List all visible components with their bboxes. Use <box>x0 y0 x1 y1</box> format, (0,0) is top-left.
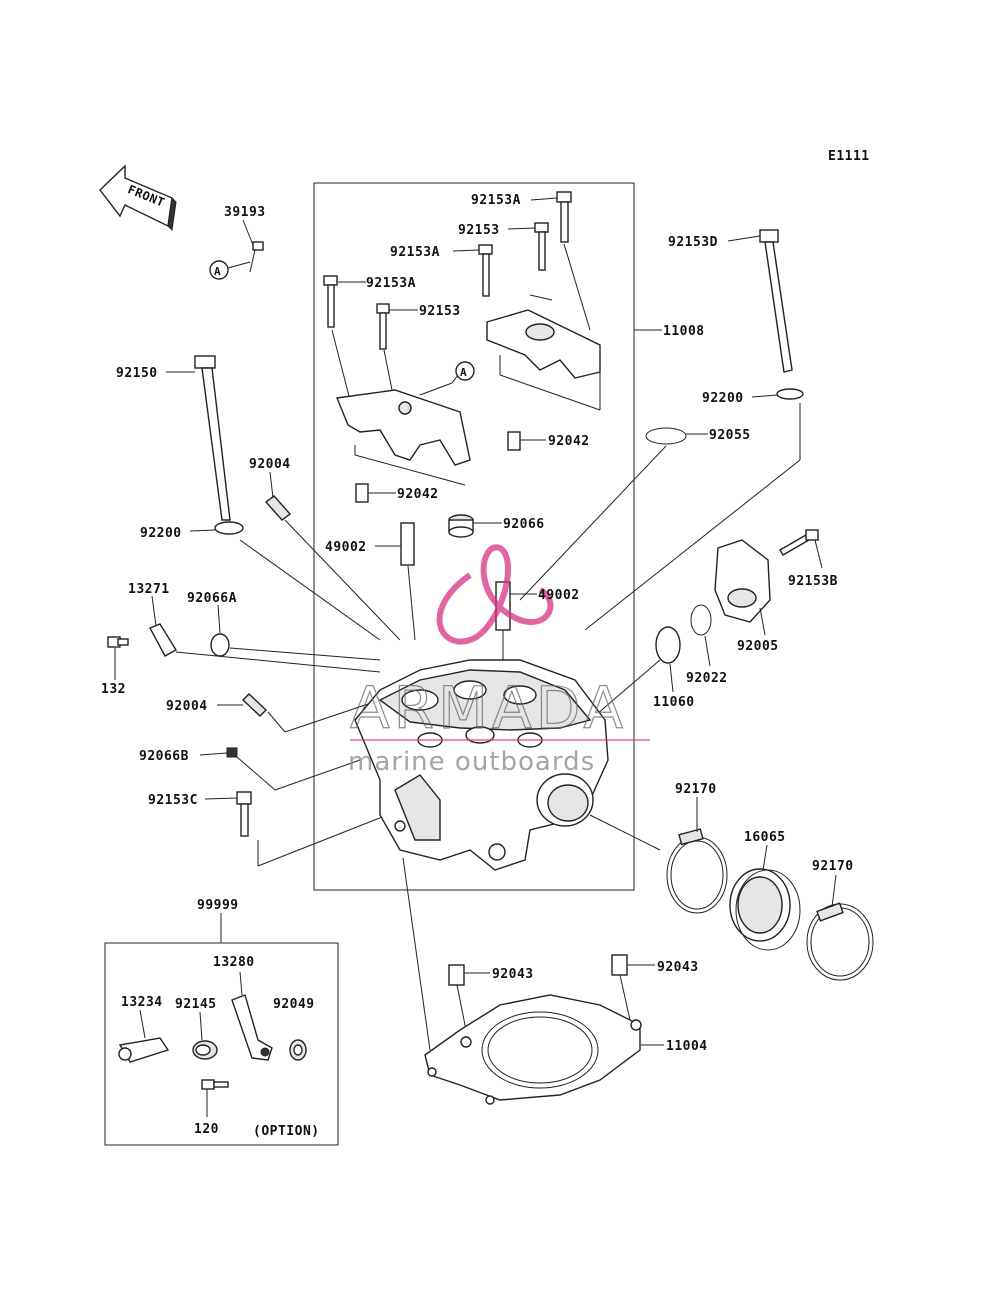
label-11004: 11004 <box>666 1039 708 1054</box>
label-92004-1: 92004 <box>249 457 291 472</box>
intake-duct-16065 <box>729 868 801 951</box>
bolt-92153A-mid <box>478 244 493 297</box>
bolt-92153-upper <box>534 222 549 271</box>
label-92049: 92049 <box>273 997 315 1012</box>
label-92022: 92022 <box>686 671 728 686</box>
leader-lines <box>114 197 837 1046</box>
bolt-132 <box>107 636 129 648</box>
washer-92200-left <box>214 521 244 535</box>
label-92055: 92055 <box>709 428 751 443</box>
label-92066: 92066 <box>503 517 545 532</box>
bolt-39193: A <box>209 219 264 280</box>
label-92042-1: 92042 <box>548 434 590 449</box>
svg-text:A: A <box>460 366 467 379</box>
bracket-13271 <box>149 623 381 673</box>
label-92200-1: 92200 <box>702 391 744 406</box>
label-92200-2: 92200 <box>140 526 182 541</box>
seal-11060 <box>655 626 681 664</box>
bolt-92153A-top <box>556 191 591 331</box>
head-gasket-11004 <box>424 994 642 1105</box>
stud-92004-upper <box>264 495 401 641</box>
washer-92200-right <box>776 388 804 400</box>
label-92005: 92005 <box>737 639 779 654</box>
seal-92049 <box>289 1039 307 1061</box>
lever-13280 <box>231 971 273 1061</box>
cylinder-head-11008 <box>354 659 661 1051</box>
bolt-92153B <box>779 529 819 556</box>
label-92066A: 92066A <box>187 591 237 606</box>
front-arrow-icon: FRONT <box>99 164 177 232</box>
label-120: 120 <box>194 1122 219 1137</box>
spring-92145 <box>192 1011 218 1060</box>
label-99999: 99999 <box>197 898 239 913</box>
watermark: ARMADA marine outboards <box>348 544 650 777</box>
label-92043-2: 92043 <box>657 960 699 975</box>
bolt-92150 <box>194 355 381 641</box>
actuator-13234 <box>118 1009 170 1063</box>
label-92043-1: 92043 <box>492 967 534 982</box>
label-92153D: 92153D <box>668 235 718 250</box>
plug-92066 <box>448 514 474 538</box>
label-92004-2: 92004 <box>166 699 208 714</box>
ref-marker-a <box>209 260 229 280</box>
label-92153-2: 92153 <box>419 304 461 319</box>
label-11008: 11008 <box>663 324 705 339</box>
diagram-code: E1111 <box>828 149 870 164</box>
label-49002-1: 49002 <box>325 540 367 555</box>
label-92153B: 92153B <box>788 574 838 589</box>
label-92150: 92150 <box>116 366 158 381</box>
label-13234: 13234 <box>121 995 163 1010</box>
o-ring-92055 <box>645 427 687 445</box>
label-92170-2: 92170 <box>812 859 854 874</box>
assembly-frame-11008 <box>313 182 635 891</box>
stud-92004-lower <box>241 693 381 733</box>
label-92066B: 92066B <box>139 749 189 764</box>
bolt-92153A-left <box>323 275 351 401</box>
dowel-92043-left <box>448 964 465 986</box>
plug-92066B <box>226 747 238 758</box>
label-13271: 13271 <box>128 582 170 597</box>
dowel-92042-right <box>507 431 521 451</box>
watermark-brand: ARMADA <box>350 674 627 742</box>
washer-92066A <box>210 633 381 661</box>
svg-text:A: A <box>214 265 221 278</box>
label-92153-1: 92153 <box>458 223 500 238</box>
dowel-92042-left <box>355 483 369 503</box>
water-fitting-92005 <box>714 539 771 623</box>
valve-guide-49002-left <box>400 522 416 641</box>
label-92170-1: 92170 <box>675 782 717 797</box>
bolt-92153C <box>236 791 401 867</box>
ref-marker-a-2 <box>455 361 475 381</box>
label-39193: 39193 <box>224 205 266 220</box>
label-92042-2: 92042 <box>397 487 439 502</box>
option-label: (OPTION) <box>253 1124 320 1139</box>
label-132: 132 <box>101 682 126 697</box>
dowel-92043-right <box>611 954 628 976</box>
label-49002-2: 49002 <box>538 588 580 603</box>
camshaft-cap-right <box>486 294 601 411</box>
label-92153A-2: 92153A <box>390 245 440 260</box>
label-16065: 16065 <box>744 830 786 845</box>
label-13280: 13280 <box>213 955 255 970</box>
label-92153C: 92153C <box>148 793 198 808</box>
clamp-92170-left <box>666 828 728 914</box>
watermark-tagline: marine outboards <box>348 747 595 777</box>
label-92153A-3: 92153A <box>366 276 416 291</box>
bolt-120 <box>201 1079 229 1117</box>
camshaft-cap-left: A <box>336 361 475 486</box>
label-11060: 11060 <box>653 695 695 710</box>
label-92145: 92145 <box>175 997 217 1012</box>
bolt-92153D <box>584 229 804 631</box>
label-92153A-1: 92153A <box>471 193 521 208</box>
o-ring-92022 <box>690 604 712 636</box>
clamp-92170-right <box>806 902 874 981</box>
bolt-92153-left <box>376 303 395 401</box>
